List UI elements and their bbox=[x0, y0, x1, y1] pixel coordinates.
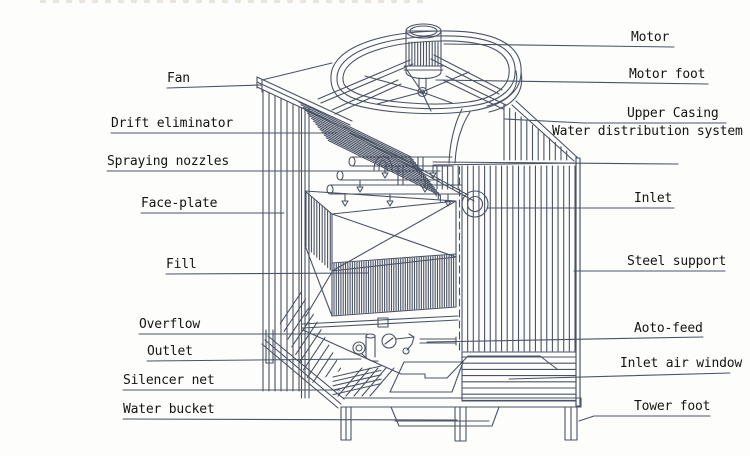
label-overflow: Overflow bbox=[139, 317, 201, 332]
right-wall-corrugation bbox=[461, 165, 576, 352]
label-face-plate: Face-plate bbox=[141, 196, 218, 211]
label-upper-casing: Upper Casing bbox=[627, 106, 719, 121]
scan-artifact bbox=[40, 0, 430, 3]
leader-fan bbox=[166, 84, 262, 89]
u-bend-pipe bbox=[378, 159, 388, 171]
label-motor-foot: Motor foot bbox=[629, 67, 706, 82]
casing-bell-ribs bbox=[503, 103, 568, 161]
panel-end-face-hatch bbox=[305, 191, 331, 271]
rim-right-curl bbox=[488, 71, 523, 113]
face-plate-column bbox=[300, 107, 310, 399]
leader-outlet bbox=[146, 358, 362, 362]
tower-legs bbox=[265, 329, 578, 442]
label-steel-support: Steel support bbox=[627, 254, 727, 269]
label-inlet-air-window: Inlet air window bbox=[620, 356, 743, 371]
outlet-elbow bbox=[352, 341, 379, 362]
label-tower-foot: Tower foot bbox=[634, 399, 711, 414]
right-wall-corrugation-upper bbox=[436, 165, 459, 190]
label-spraying-nozzles: Spraying nozzles bbox=[107, 154, 230, 169]
leader-fill bbox=[165, 272, 369, 275]
spray-nozzles bbox=[341, 165, 452, 207]
riser-pipe bbox=[349, 132, 475, 202]
steel-support-corner bbox=[461, 156, 581, 408]
label-fan: Fan bbox=[167, 71, 190, 86]
water-bucket-tray bbox=[390, 406, 500, 427]
u-bend-pipe bbox=[373, 155, 393, 171]
left-wall-siding bbox=[262, 90, 300, 392]
leader-auto-feed bbox=[426, 336, 704, 343]
leader-water-bucket bbox=[122, 418, 458, 421]
label-inlet: Inlet bbox=[634, 191, 673, 206]
leader-inlet-air-window bbox=[508, 372, 731, 380]
upper-casing-rim bbox=[330, 30, 523, 115]
label-water-distribution-system: Water distribution system bbox=[552, 124, 743, 139]
label-water-bucket: Water bucket bbox=[123, 402, 215, 417]
label-outlet: Outlet bbox=[147, 344, 193, 359]
drift-eliminator bbox=[298, 101, 441, 203]
label-fill: Fill bbox=[166, 257, 197, 272]
fan-hub bbox=[417, 86, 428, 98]
valve-bracket bbox=[406, 333, 415, 351]
base-platform bbox=[261, 335, 582, 409]
overflow-standpipe bbox=[365, 333, 376, 358]
fill-hatch bbox=[333, 254, 455, 316]
fill-block bbox=[331, 253, 457, 317]
motor bbox=[403, 23, 444, 98]
inlet-flange bbox=[461, 190, 489, 218]
casing-right-slope bbox=[432, 100, 579, 166]
motor-support-beams bbox=[317, 54, 507, 115]
float-valve bbox=[381, 333, 457, 355]
float-ball bbox=[381, 333, 397, 349]
inlet-air-window-louvers bbox=[461, 356, 577, 401]
label-auto-feed: Aoto-feed bbox=[634, 321, 703, 336]
label-silencer-net: Silencer net bbox=[123, 373, 215, 388]
rim-right-curl-inner bbox=[486, 70, 518, 107]
leader-motor-foot bbox=[435, 79, 709, 85]
silencer-net-mesh bbox=[332, 365, 395, 397]
leader-upper-casing bbox=[504, 118, 727, 124]
label-drift-eliminator: Drift eliminator bbox=[111, 116, 234, 131]
fill-support-beam bbox=[301, 315, 459, 329]
leader-tower-foot bbox=[578, 415, 711, 422]
sump bbox=[389, 361, 464, 393]
label-motor: Motor bbox=[631, 30, 670, 45]
basin-floor bbox=[302, 329, 558, 393]
